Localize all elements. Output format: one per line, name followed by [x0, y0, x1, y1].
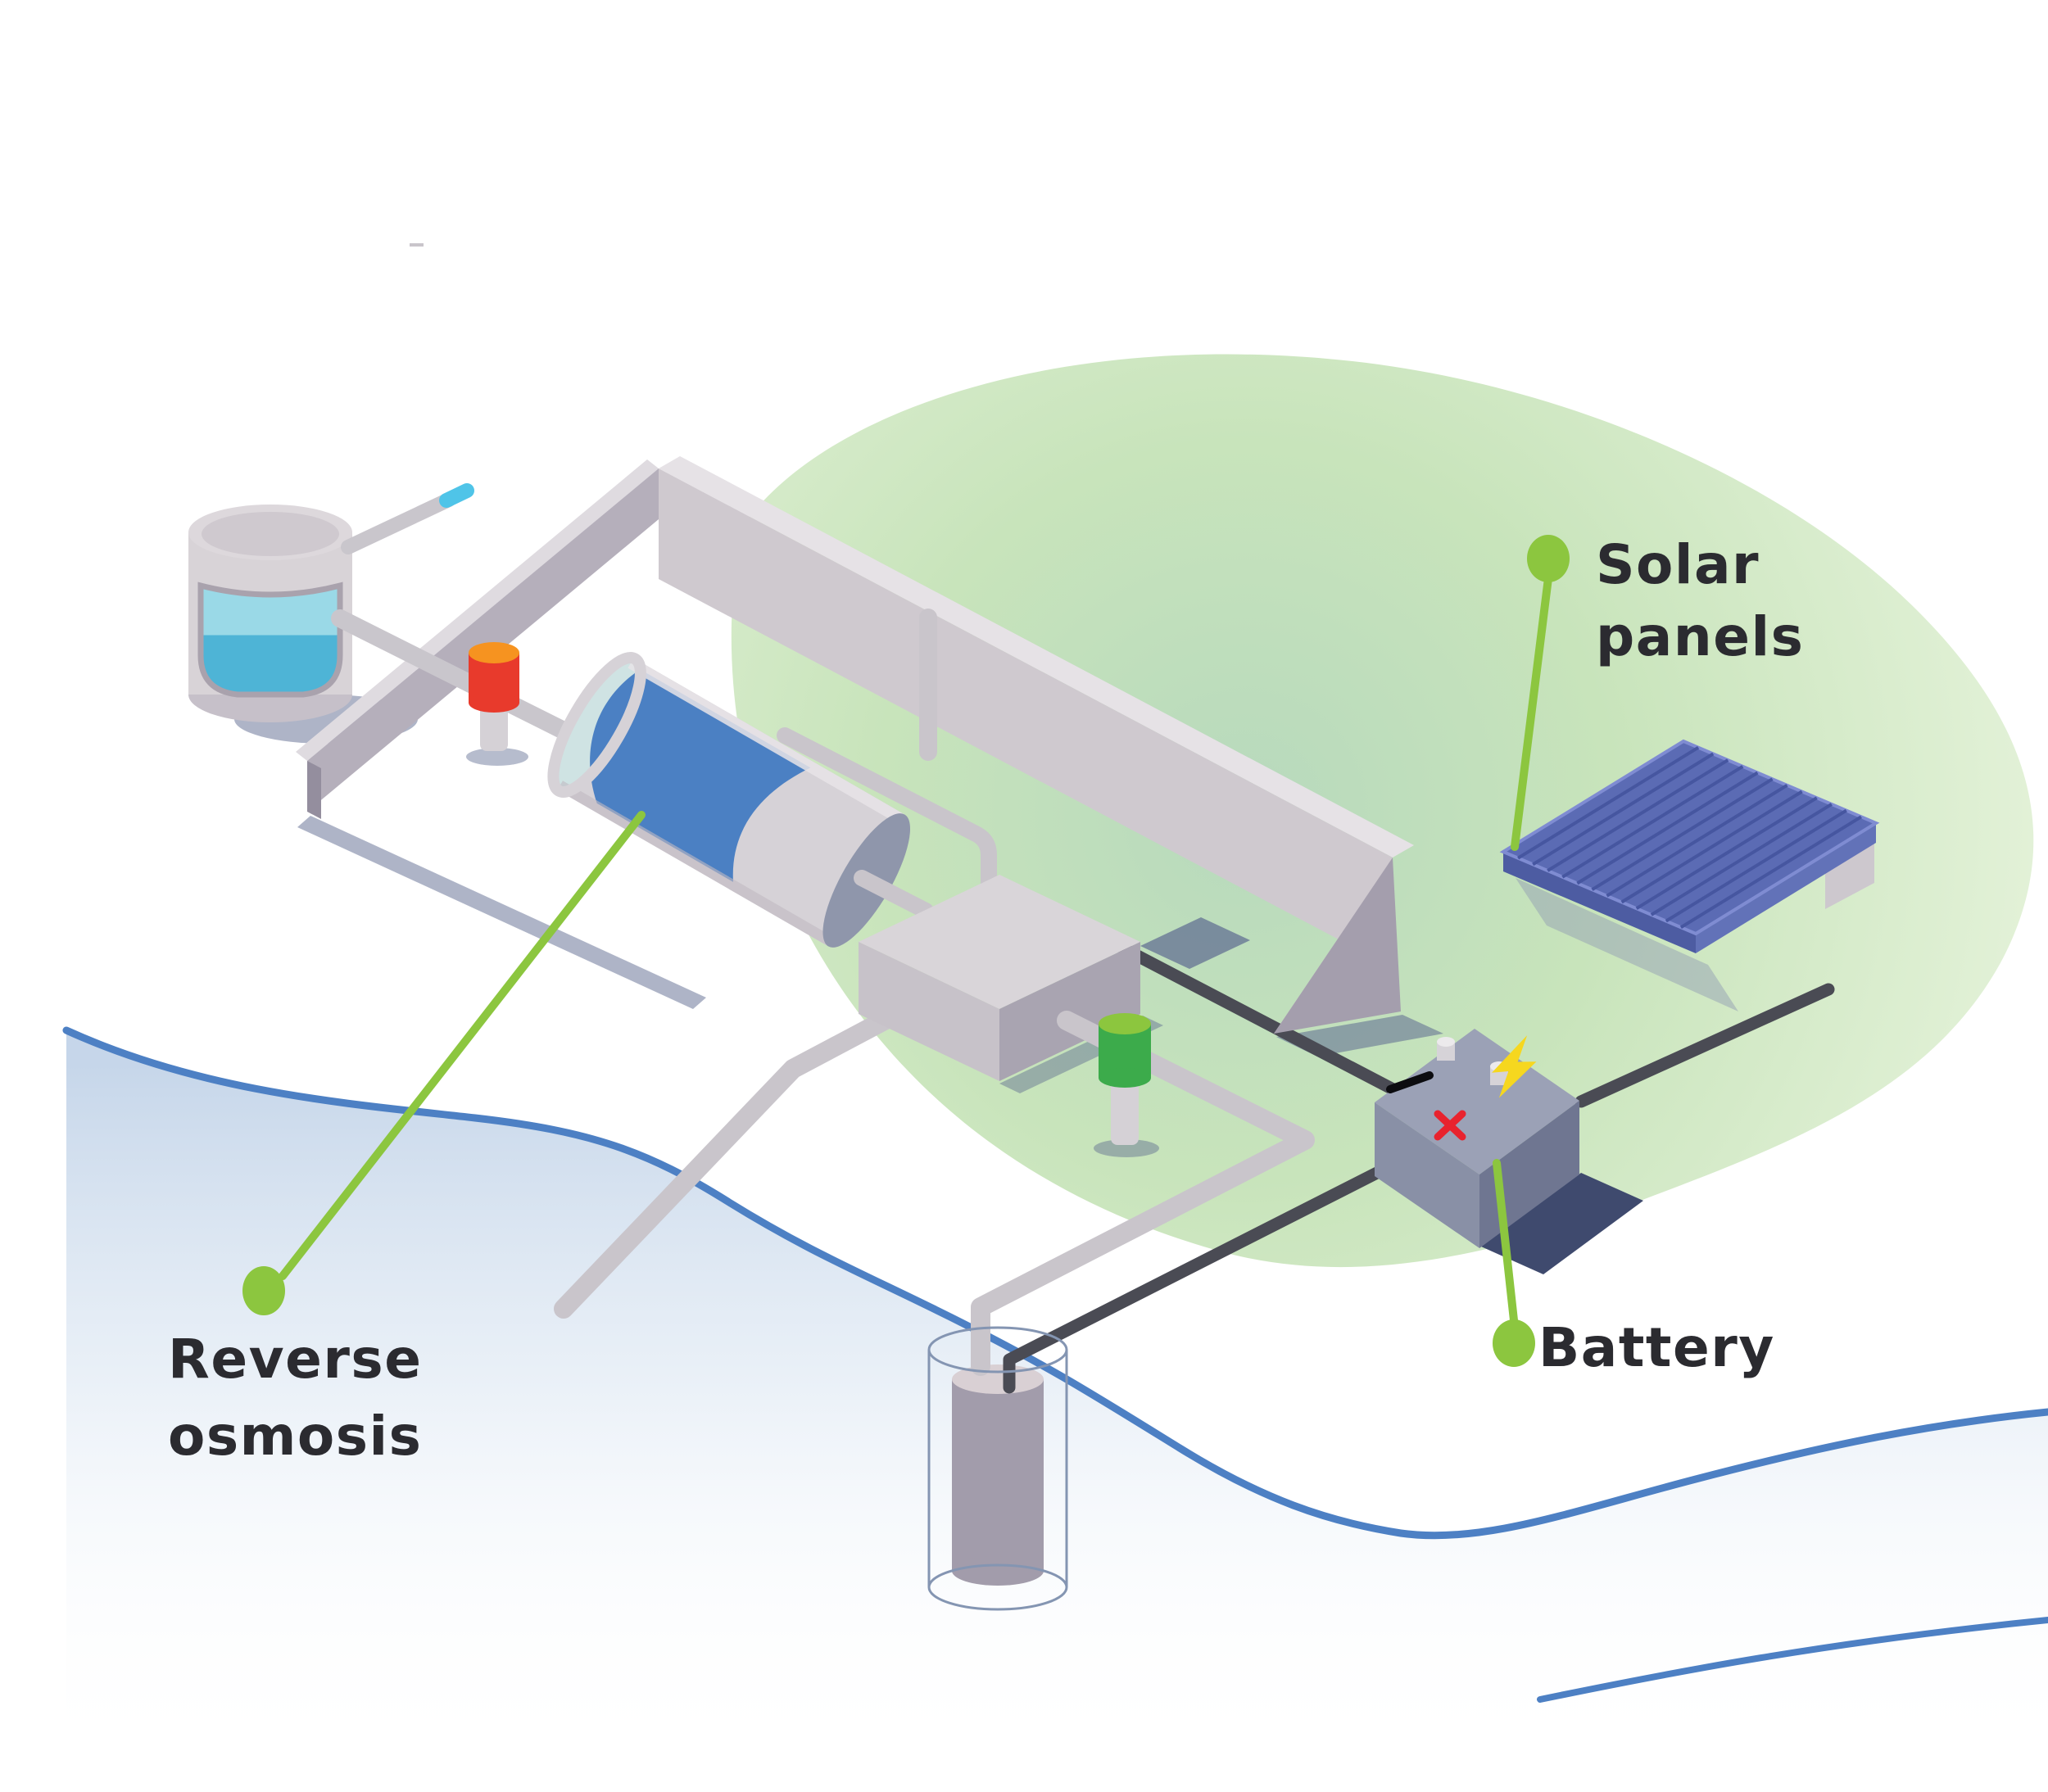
- ro-assembly: [547, 652, 911, 948]
- orange-valve: [469, 642, 519, 713]
- panel-edge-right: [1696, 823, 1876, 953]
- leader-dot: [1527, 535, 1570, 582]
- buttress-dark-face: [1274, 858, 1401, 1034]
- well-body-bottom: [952, 1556, 1044, 1586]
- panel-shadow: [1516, 878, 1738, 1011]
- tank-water-window: [197, 581, 343, 698]
- tank-top-inner: [202, 512, 339, 556]
- green-valve-cap: [1099, 1013, 1151, 1034]
- leader-line: [279, 811, 646, 1280]
- leader-dot: [1493, 1319, 1535, 1367]
- orange-valve-shadow: [466, 748, 528, 766]
- wall-long-top: [659, 456, 1414, 858]
- pipe-ro-to-box: [854, 870, 934, 919]
- battery-shadow: [1481, 1173, 1643, 1274]
- battery-plus-x-icon: [1434, 1110, 1466, 1141]
- battery-terminal-1: [1437, 1037, 1455, 1061]
- pipe-ro-loop: [777, 727, 997, 934]
- pipe-box-valve-well: [971, 1011, 1315, 1376]
- well-body: [952, 1379, 1044, 1571]
- pumpbox-shadow-right: [1140, 917, 1250, 969]
- label-solar-line1: Solar: [1596, 533, 1760, 596]
- leader-line: [1493, 1159, 1518, 1324]
- leader-battery: [1493, 1159, 1535, 1367]
- green-valve-shadow: [1094, 1139, 1159, 1157]
- retaining-wall: [296, 456, 1414, 968]
- casing-bottom: [927, 1563, 1068, 1611]
- terminal-post: [1437, 1042, 1455, 1061]
- label-ro-line1: Reverse: [168, 1328, 422, 1391]
- leader-solar: [1511, 535, 1570, 851]
- orange-valve-cap: [469, 642, 519, 663]
- cable-battery-to-well: [1003, 1142, 1432, 1394]
- label-battery: Battery: [1538, 1316, 1775, 1379]
- ro-open-end-ring: [547, 652, 646, 798]
- wall-arm-shadow: [297, 816, 706, 1009]
- label-ro-line2: osmosis: [168, 1405, 422, 1468]
- well-ghost-casing: [927, 1326, 1068, 1611]
- shoreline-far: [1537, 1617, 2048, 1703]
- panel-edge-left: [1503, 852, 1696, 953]
- tank-vent-pipe: [341, 492, 456, 554]
- tank-feed-pipe: [331, 609, 582, 744]
- wall-buttress: [1274, 858, 1401, 1034]
- ro-shell-top-lip: [628, 658, 905, 825]
- battery-left: [1375, 1102, 1479, 1248]
- pipe-brine-discharge: [554, 1002, 911, 1319]
- wall-left-arm-face: [307, 468, 659, 812]
- wall-long-face: [659, 468, 1393, 968]
- leader-line: [1511, 574, 1552, 851]
- well-inner-cylinder: [952, 1364, 1044, 1586]
- orange-valve-body-bottom: [469, 693, 519, 713]
- leader-dot: [242, 1266, 285, 1315]
- pumpbox-left: [859, 942, 999, 1081]
- panel-stripes: [1517, 745, 1862, 930]
- label-solar-line2: panels: [1596, 605, 1804, 668]
- river-water: [66, 1030, 2048, 1792]
- solar-panel: [1499, 739, 1880, 953]
- battery-minus-icon: [1386, 1071, 1434, 1093]
- wall-left-arm-endcap: [307, 761, 321, 819]
- ro-shell-bottom-lip: [557, 781, 834, 947]
- wall-left-arm-top: [296, 459, 659, 761]
- terminal-top: [1437, 1037, 1455, 1047]
- battery-top: [1375, 1029, 1579, 1174]
- vent-pipe-cyan-tip: [439, 483, 474, 508]
- shoreline-near: [62, 1026, 2048, 1540]
- storage-tank: [188, 505, 352, 722]
- green-valve-body-bottom: [1099, 1068, 1151, 1088]
- lightning-bolt-icon: [1492, 1035, 1537, 1098]
- cable-panel-to-battery: [1575, 983, 1835, 1108]
- green-valve: [1099, 1013, 1151, 1088]
- leader-reverse-osmosis: [242, 811, 646, 1315]
